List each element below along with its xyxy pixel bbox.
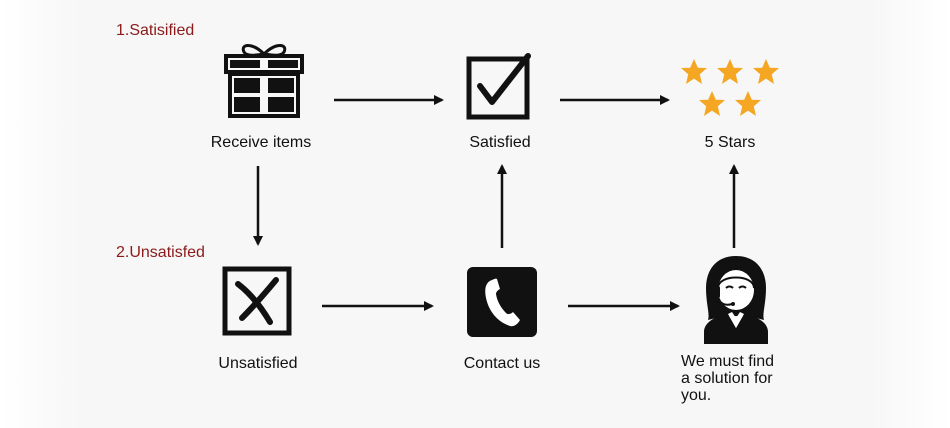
checkbox-check-icon [466,53,531,120]
checkbox-x-icon [222,266,292,336]
unsatisfied-label: Unsatisfied [218,355,298,372]
solution-label-line-3: you. [681,387,712,404]
five-stars-label: 5 Stars [704,134,756,151]
satisfied-section-heading: 1.Satisified [116,22,195,39]
receive-items-label: Receive items [210,134,312,151]
solution-label-line-2: a solution for [681,370,773,387]
gift-icon [224,44,304,118]
contact-us-label: Contact us [463,355,541,372]
phone-icon [467,267,537,337]
unsatisfied-section-heading: 2.Unsatisfed [116,244,205,261]
solution-label-line-1: We must find [681,353,775,370]
solution-label: We must find a solution for you. [681,353,821,404]
satisfied-label: Satisfied [469,134,531,151]
support-agent-icon [704,256,768,344]
